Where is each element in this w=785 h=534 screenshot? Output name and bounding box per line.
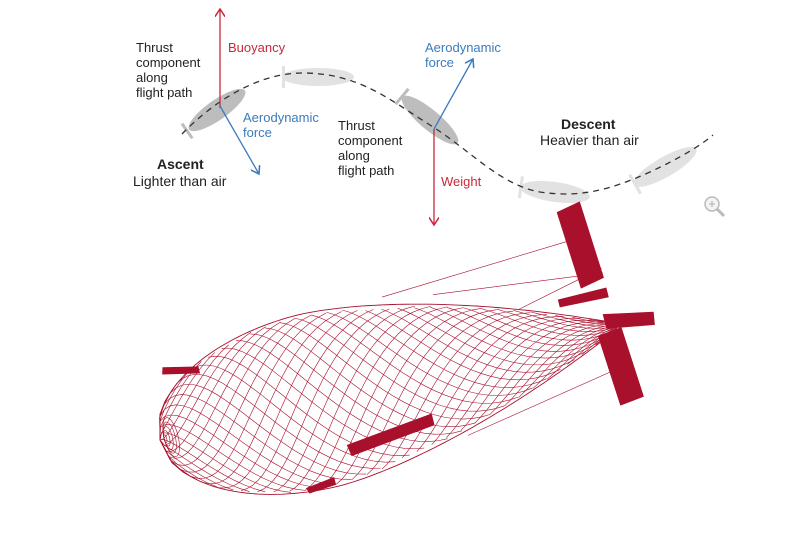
airship-wireframe (159, 201, 655, 495)
hull-lattice-line (159, 317, 616, 480)
thrust-label-left: Thrust component along flight path (136, 40, 200, 100)
hull-lattice-line (401, 314, 547, 459)
label-line: flight path (338, 163, 395, 178)
ascent-subtitle: Lighter than air (133, 173, 227, 189)
hull-lattice-line (351, 309, 497, 480)
hull-lattice-line (366, 310, 514, 475)
hull-lattice-line (159, 311, 616, 488)
hull-lattice-line (159, 307, 617, 488)
aerodynamic-force-label-right: Aerodynamic force (425, 40, 501, 70)
hull-lattice-line (273, 305, 415, 493)
hull-outline (159, 303, 618, 495)
nose-ring (162, 417, 180, 457)
aerodynamic-force-label-left: Aerodynamic force (243, 110, 319, 140)
fin-upper-tail (556, 201, 604, 289)
airship-transition (394, 87, 459, 145)
rigging-line (432, 272, 603, 295)
hull-lattice-line (159, 308, 616, 493)
hull-lattice-line (381, 308, 575, 373)
hull-lattice-line (159, 321, 616, 441)
fin-top-rear (557, 287, 609, 308)
hull-lattice-line (381, 312, 531, 470)
hull-lattice-line (207, 355, 410, 456)
label-line: flight path (136, 85, 193, 100)
label-line: Aerodynamic (425, 40, 501, 55)
descent-title: Descent (561, 116, 616, 132)
hull-lattice-line (159, 315, 616, 485)
fin-side-front (346, 413, 435, 457)
hull-lattice-line (221, 347, 425, 450)
hull-lattice-line (159, 325, 616, 447)
zoom-in-icon[interactable] (703, 195, 727, 219)
fin-side-tail (602, 311, 655, 329)
hull-lattice-line (159, 318, 581, 445)
weight-label: Weight (441, 174, 482, 189)
hull-lattice-line (159, 307, 617, 491)
hull-lattice-line (159, 324, 616, 441)
buoyancy-label: Buoyancy (228, 40, 286, 55)
label-line: Aerodynamic (243, 110, 319, 125)
hull-lattice-line (159, 323, 615, 441)
label-line: Thrust (338, 118, 375, 133)
rigging-line (381, 236, 584, 298)
hull-lattice-line (310, 314, 519, 404)
hull-lattice-line (280, 322, 491, 420)
airship-trough (517, 176, 590, 204)
hull-lattice-line (159, 307, 617, 492)
hull-lattice-line (295, 317, 505, 412)
hull-lattice-line (217, 310, 358, 489)
hull-lattice-line (365, 310, 561, 381)
aerodynamic-force-arrow-right (433, 59, 473, 130)
label-line: force (425, 55, 454, 70)
hull-lattice-line (289, 306, 431, 492)
fin-lower-tail (597, 327, 644, 406)
hull-lattice-line (159, 310, 616, 491)
airship-ascent (180, 88, 246, 140)
fin-left-front (162, 366, 201, 375)
hull-lattice-line (159, 326, 616, 452)
airship-descent (628, 147, 697, 195)
hull-lattice-line (257, 308, 390, 493)
hull-lattice-line (320, 307, 464, 488)
hull-lattice-line (342, 309, 547, 388)
label-line: component (338, 133, 403, 148)
label-line: along (136, 70, 168, 85)
thrust-label-mid: Thrust component along flight path (338, 118, 402, 178)
aerodynamic-force-arrow-left (219, 105, 259, 174)
hull-lattice-line (265, 327, 477, 427)
hull-lattice-line (159, 308, 616, 493)
fin-bottom-front (305, 476, 337, 494)
hull-lattice-line (241, 309, 374, 491)
hull-lattice-line (235, 340, 448, 442)
hull-lattice-line (305, 306, 448, 490)
descent-subtitle: Heavier than air (540, 132, 639, 148)
hull-lattice-line (250, 333, 463, 435)
flight-path (181, 72, 714, 195)
label-line: force (243, 125, 272, 140)
airship-peak (282, 66, 354, 88)
label-line: component (136, 55, 201, 70)
hull-lattice-line (326, 311, 533, 396)
ascent-title: Ascent (157, 156, 204, 172)
label-line: Thrust (136, 40, 173, 55)
rigging-line (467, 364, 626, 436)
label-line: along (338, 148, 370, 163)
